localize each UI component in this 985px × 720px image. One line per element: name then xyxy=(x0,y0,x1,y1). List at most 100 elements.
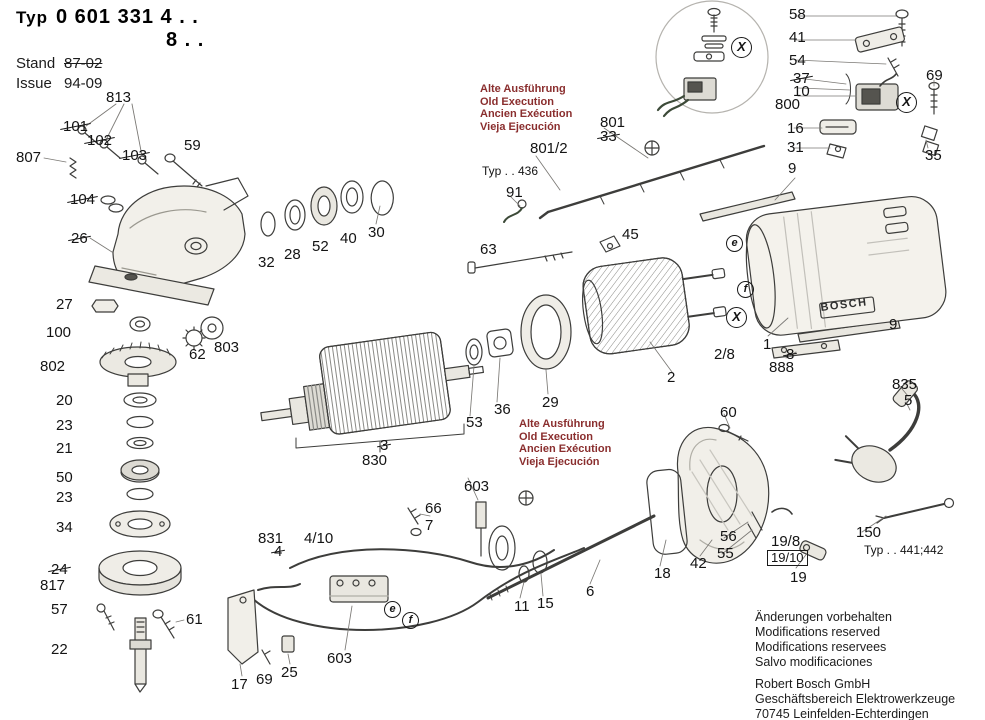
type-line: Typ 0 601 331 4 . . xyxy=(16,6,204,29)
part-number-label: 26 xyxy=(71,230,88,247)
note-line: Alte Ausführung xyxy=(480,83,566,95)
part-number-label: 53 xyxy=(466,414,483,431)
part-number-label: 61 xyxy=(186,611,203,628)
part-number-label: 7 xyxy=(425,517,434,534)
part-number-label: 101 xyxy=(63,118,89,135)
type-suffix-2: 8 . . xyxy=(166,29,205,51)
brush-holder-drawing xyxy=(819,9,940,159)
part-number-label: 69 xyxy=(256,671,273,688)
part-number-label: 6 xyxy=(586,583,595,600)
part-number-label: 28 xyxy=(284,246,301,263)
part-number-label: 801 xyxy=(600,114,626,131)
part-number-label: 102 xyxy=(87,132,113,149)
note-old-execution-bottom: Alte Ausführung Old Execution Ancien Exé… xyxy=(519,418,611,468)
part-number-label: 62 xyxy=(189,346,206,363)
issue-label: Issue xyxy=(16,75,52,92)
part-number-label: 17 xyxy=(231,676,248,693)
part-number-label: 817 xyxy=(40,577,66,594)
part-number-label: 33 xyxy=(600,128,617,145)
part-number-label: 10 xyxy=(793,83,810,100)
field-rod-drawing xyxy=(503,144,766,223)
circled-letter-marker: e xyxy=(384,601,401,618)
part-number-label: 4/10 xyxy=(304,530,334,547)
part-number-label: 100 xyxy=(46,324,72,341)
note-line: Ancien Exécution xyxy=(519,443,612,455)
circled-letter-marker: f xyxy=(402,612,419,629)
part-number-label: 24 xyxy=(51,561,68,578)
circled-x-marker: X xyxy=(896,92,917,113)
wiring-drawing xyxy=(251,507,585,631)
spindle-stack-drawing xyxy=(91,299,224,693)
footer-company-line: Geschäftsbereich Elektrowerkzeuge xyxy=(755,692,956,706)
part-number-label: 36 xyxy=(494,401,511,418)
leader-lines xyxy=(43,15,935,677)
part-number-label: 803 xyxy=(214,339,240,356)
part-number-label: 802 xyxy=(40,358,66,375)
stand-label: Stand xyxy=(16,55,56,72)
part-number-label: 888 xyxy=(769,359,795,376)
brand-text: BOSCH xyxy=(819,296,869,314)
part-number-label: 69 xyxy=(926,67,943,84)
power-cord-drawing xyxy=(834,380,955,524)
stator-drawing xyxy=(581,257,727,355)
part-number-label: 41 xyxy=(789,29,806,46)
note-old-execution-top: Alte Ausführung Old Execution Ancien Exé… xyxy=(480,83,572,133)
part-number-label: 40 xyxy=(340,230,357,247)
part-number-label: 603 xyxy=(327,650,353,667)
footer-line: Modifications reserved xyxy=(755,625,881,639)
footer-line: Modifications reservees xyxy=(755,640,887,654)
cover-plate-drawing xyxy=(227,589,295,665)
part-number-label: 32 xyxy=(258,254,275,271)
part-number-label: 22 xyxy=(51,641,68,658)
earth-symbol xyxy=(518,140,660,506)
note-line: Vieja Ejecución xyxy=(519,455,600,468)
type-suffix-1: 4 . . xyxy=(160,6,199,28)
type-number: 0 601 331 xyxy=(55,6,154,28)
part-number-label: 21 xyxy=(56,440,73,457)
part-number-label: 2/8 xyxy=(714,346,735,363)
part-number-label: 9 xyxy=(788,160,797,177)
type-ref-label: Typ . . 436 xyxy=(482,164,539,178)
footer-line: Änderungen vorbehalten xyxy=(755,610,892,624)
footer-company-line: Robert Bosch GmbH xyxy=(755,677,871,691)
note-line: Old Execution xyxy=(480,95,554,108)
part-number-label: 4 xyxy=(274,543,283,560)
note-line: Alte Ausführung xyxy=(519,418,605,430)
part-number-label: 45 xyxy=(622,226,639,243)
part-number-label: 56 xyxy=(720,528,737,545)
part-number-label: 11 xyxy=(514,598,530,615)
part-number-label: 63 xyxy=(480,241,497,258)
part-number-label: 30 xyxy=(368,224,385,241)
part-number-label: 19/8 xyxy=(771,533,801,550)
detail-inset-drawing xyxy=(655,0,769,118)
motor-bearings-drawing xyxy=(465,294,572,370)
part-number-label: 25 xyxy=(281,664,298,681)
gear-head-drawing xyxy=(88,177,249,306)
part-number-label: 60 xyxy=(720,404,737,421)
part-number-label: 23 xyxy=(56,489,73,506)
part-number-label: 16 xyxy=(787,120,804,137)
part-number-label: 8 xyxy=(786,346,795,363)
part-number-label: 31 xyxy=(787,139,804,156)
part-number-label: 66 xyxy=(425,500,442,517)
footer-legal: Änderungen vorbehalten Modifications res… xyxy=(755,610,955,720)
circled-letter-marker: e xyxy=(726,235,743,252)
handle-drawing xyxy=(646,423,827,564)
circled-letter-marker: f xyxy=(737,281,754,298)
typ-label: Typ xyxy=(16,8,48,27)
part-number-label: 1 xyxy=(763,336,772,353)
type-ref-label: Typ . . 441;442 xyxy=(864,543,944,557)
part-number-label: 807 xyxy=(16,149,42,166)
part-number-label: 3 xyxy=(380,437,389,454)
part-number-label: 55 xyxy=(717,545,734,562)
part-number-label: 23 xyxy=(56,417,73,434)
part-number-label: 15 xyxy=(537,595,554,612)
part-number-label: 800 xyxy=(775,96,801,113)
part-number-label: 830 xyxy=(362,452,388,469)
circled-x-marker: X xyxy=(731,37,752,58)
part-number-label: 603 xyxy=(464,478,490,495)
part-number-label: 27 xyxy=(56,296,73,313)
part-number-label: 58 xyxy=(789,6,806,23)
